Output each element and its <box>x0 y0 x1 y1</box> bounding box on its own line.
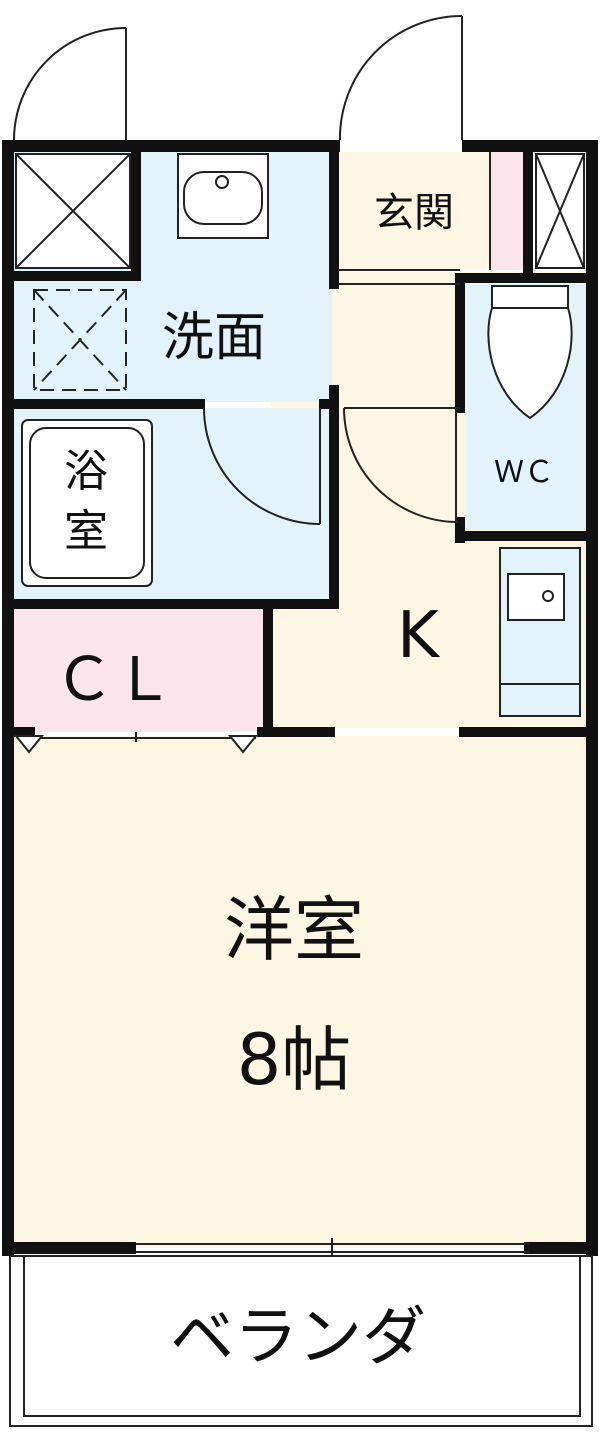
veranda <box>9 1255 593 1427</box>
label-senmen: 洗面 <box>161 308 267 368</box>
label-veranda: ベランダ <box>170 1301 426 1375</box>
walls <box>2 140 598 1256</box>
kitchen-sink <box>507 573 565 621</box>
storage-left <box>15 153 131 269</box>
interior-doors <box>203 407 460 525</box>
label-kitchen: K <box>397 599 439 673</box>
closet-floor <box>14 608 266 732</box>
label-youshitsu: 洋室 <box>224 889 364 971</box>
shoebox <box>490 152 524 270</box>
label-bath-2: 室 <box>64 506 108 557</box>
label-closet: ＣＬ <box>54 645 174 715</box>
storage-right <box>535 153 585 269</box>
washing-machine-space <box>33 289 127 391</box>
label-youshitsu-size: 8帖 <box>236 1019 352 1101</box>
exterior-doors <box>13 15 463 141</box>
youshitsu-floor <box>14 736 588 1248</box>
bathtub <box>21 419 153 587</box>
label-genkan: 玄関 <box>374 190 454 236</box>
label-wc: ＷＣ <box>494 455 554 490</box>
thin-lines <box>20 152 491 742</box>
closet-markers <box>13 735 259 754</box>
washbasin <box>177 153 269 239</box>
genkan-floor <box>338 152 490 270</box>
toilet <box>487 285 573 420</box>
interior-walls <box>3 141 597 737</box>
label-bath-1: 浴 <box>64 446 108 497</box>
